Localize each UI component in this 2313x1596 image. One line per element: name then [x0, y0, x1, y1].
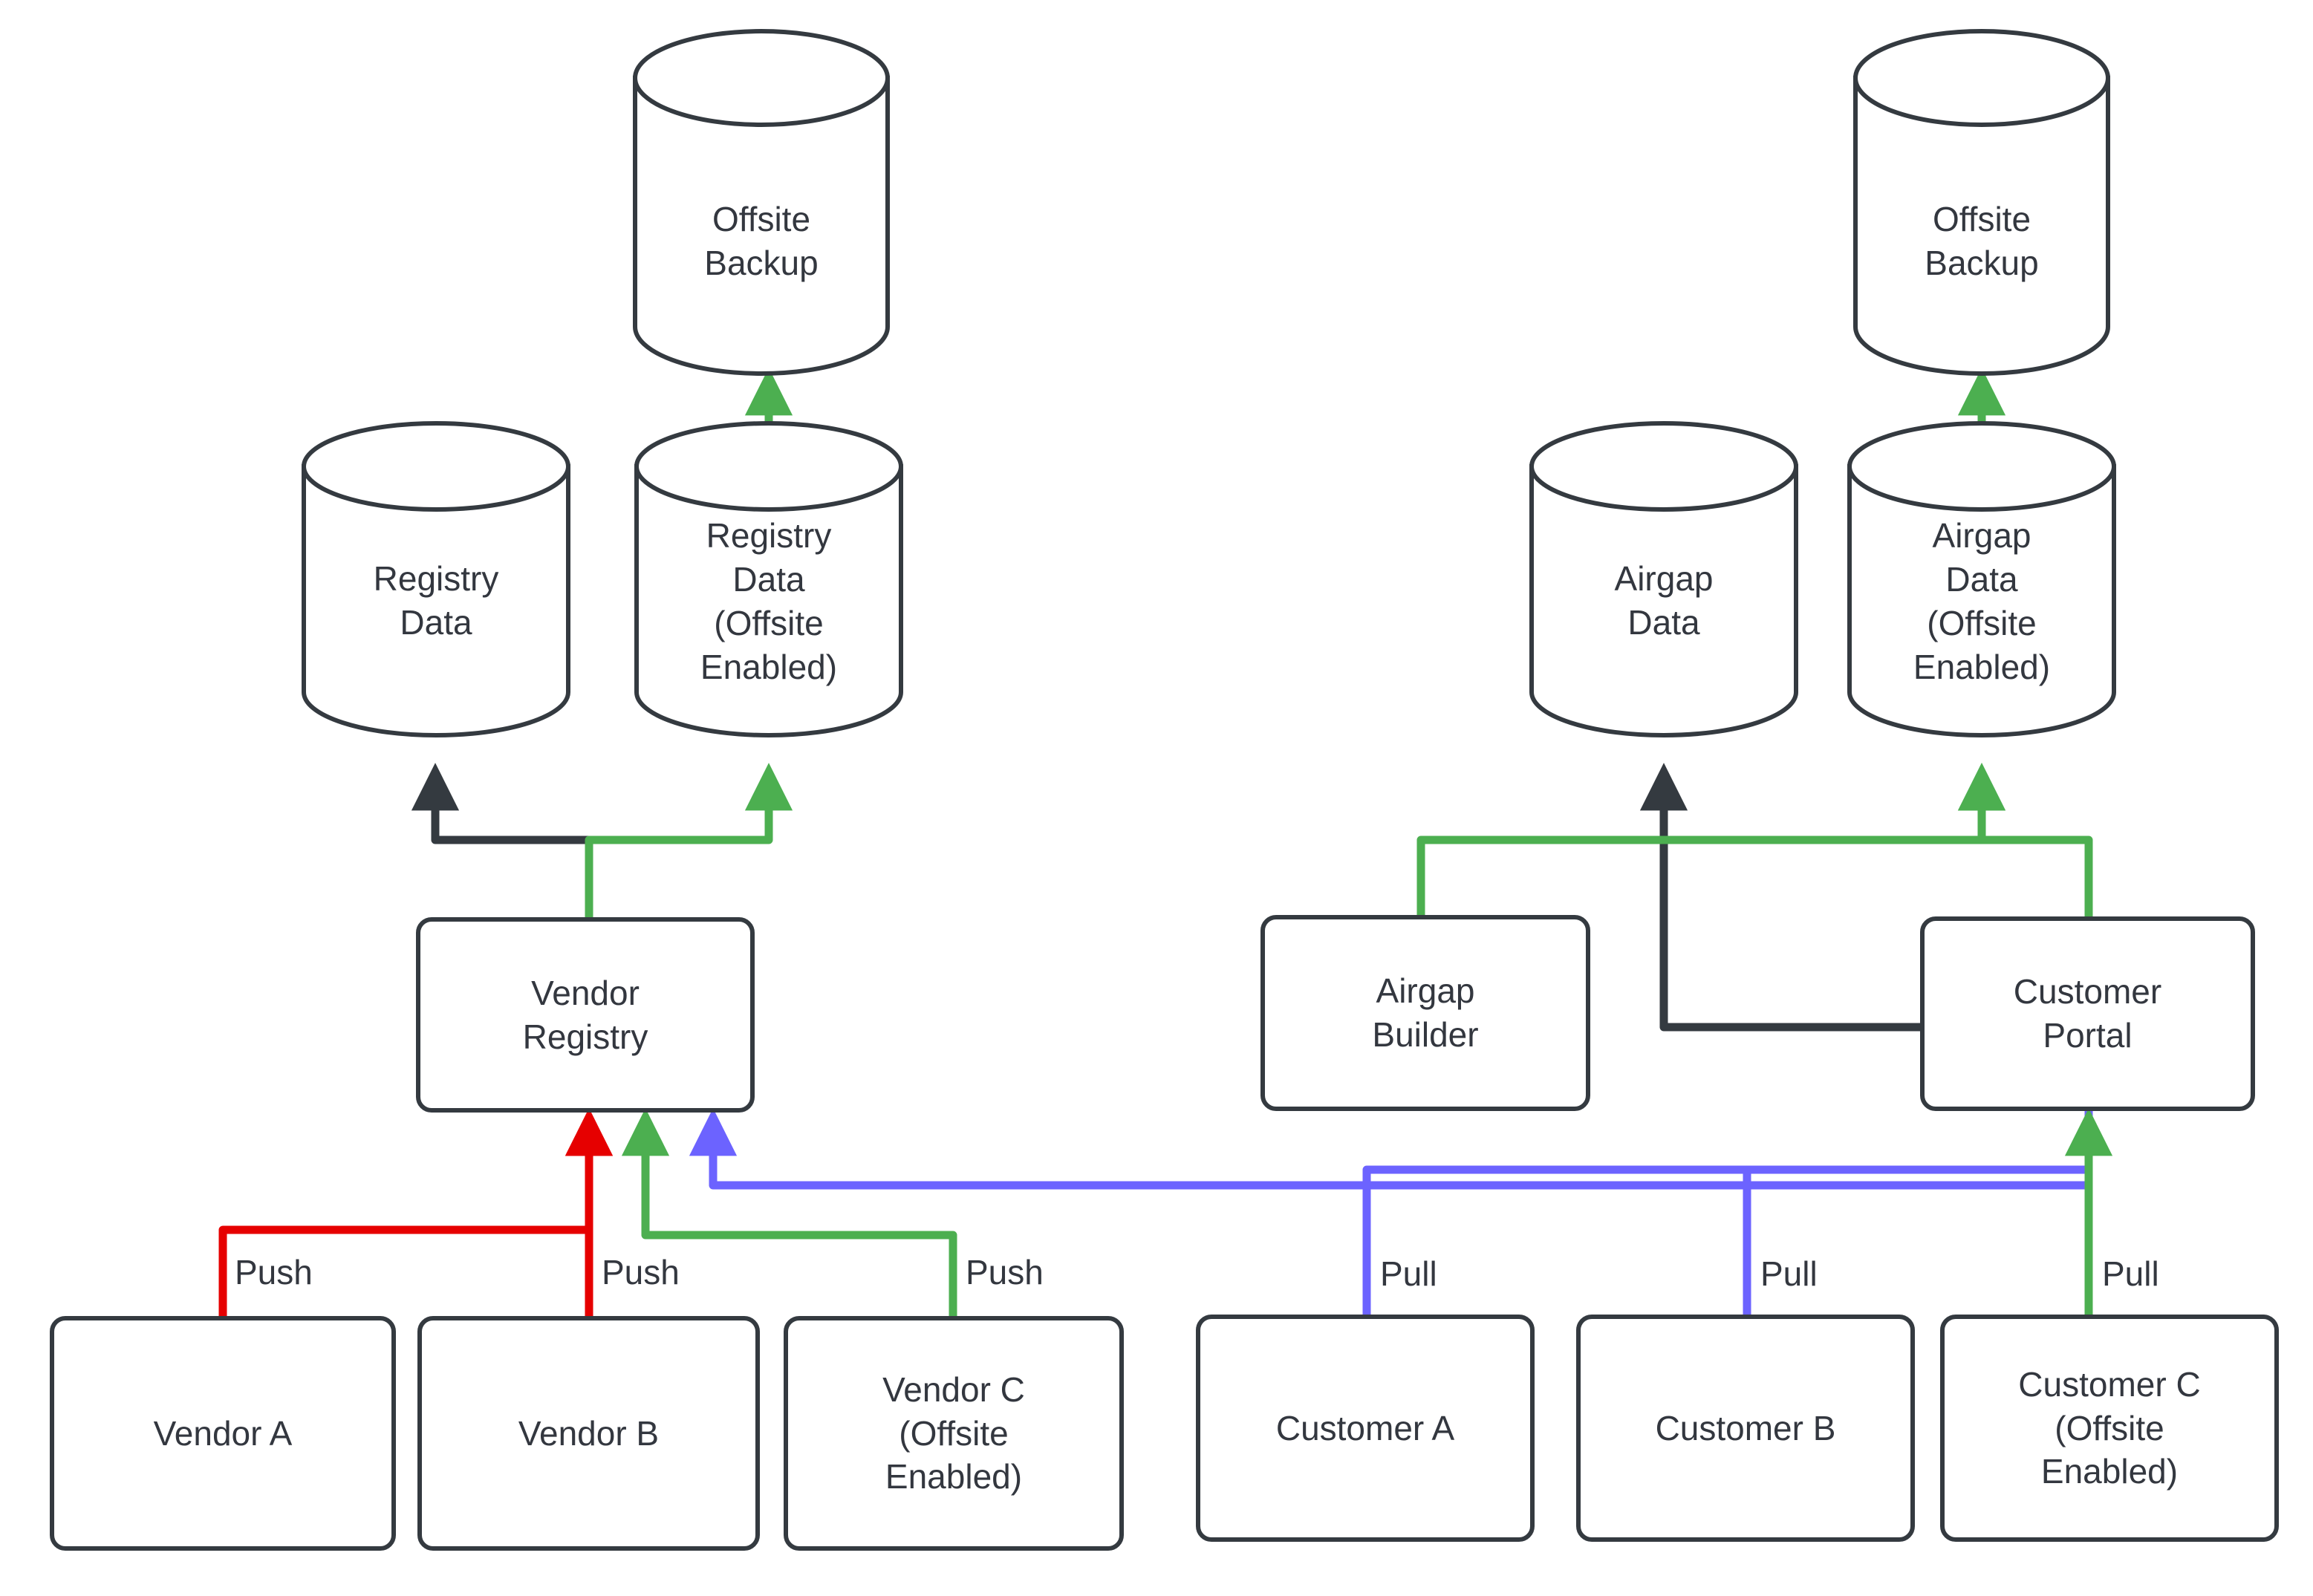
node-vendor-c[interactable] [784, 1316, 1124, 1551]
edge-label-customer-b-pull: Pull [1760, 1254, 1818, 1293]
node-customer-c[interactable] [1940, 1315, 2279, 1542]
edge-customera-to-customerportal [1362, 1165, 2089, 1317]
node-customer-b[interactable] [1576, 1315, 1915, 1542]
node-airgap-data-offsite[interactable] [1847, 421, 2116, 737]
node-airgap-builder[interactable] [1260, 915, 1590, 1111]
node-offsite-backup-left[interactable] [633, 29, 890, 376]
edge-customerportal-to-airgapdataoffsite [1957, 763, 2093, 919]
edge-label-customer-a-pull: Pull [1380, 1254, 1437, 1293]
edge-label-vendor-a-push: Push [235, 1253, 313, 1292]
edge-label-vendor-b-push: Push [602, 1253, 680, 1292]
edge-customerb-to-customerportal [1743, 1165, 2089, 1317]
node-customer-portal[interactable] [1920, 916, 2255, 1111]
edge-vendorregistry-to-registrydata [411, 763, 593, 919]
edge-airgapbuilder-to-airgapdataoffsite [1416, 763, 2006, 917]
node-registry-data[interactable] [302, 421, 570, 737]
edge-vendorregistry-to-registrydataoffsite [585, 763, 793, 919]
node-vendor-a[interactable] [50, 1316, 396, 1551]
node-airgap-data[interactable] [1529, 421, 1798, 737]
node-vendor-registry[interactable] [416, 917, 755, 1113]
edge-customerportal-to-airgapdata [1639, 763, 1922, 1032]
node-customer-a[interactable] [1196, 1315, 1535, 1542]
node-registry-data-offsite[interactable] [634, 421, 903, 737]
node-vendor-b[interactable] [417, 1316, 760, 1551]
edge-label-vendor-c-push: Push [966, 1253, 1044, 1292]
edge-label-customer-c-pull: Pull [2102, 1254, 2159, 1293]
edge-customerportal-to-vendorregistry [689, 1108, 2093, 1190]
node-offsite-backup-right[interactable] [1853, 29, 2110, 376]
edge-vendorc-to-vendorregistry [621, 1108, 957, 1318]
